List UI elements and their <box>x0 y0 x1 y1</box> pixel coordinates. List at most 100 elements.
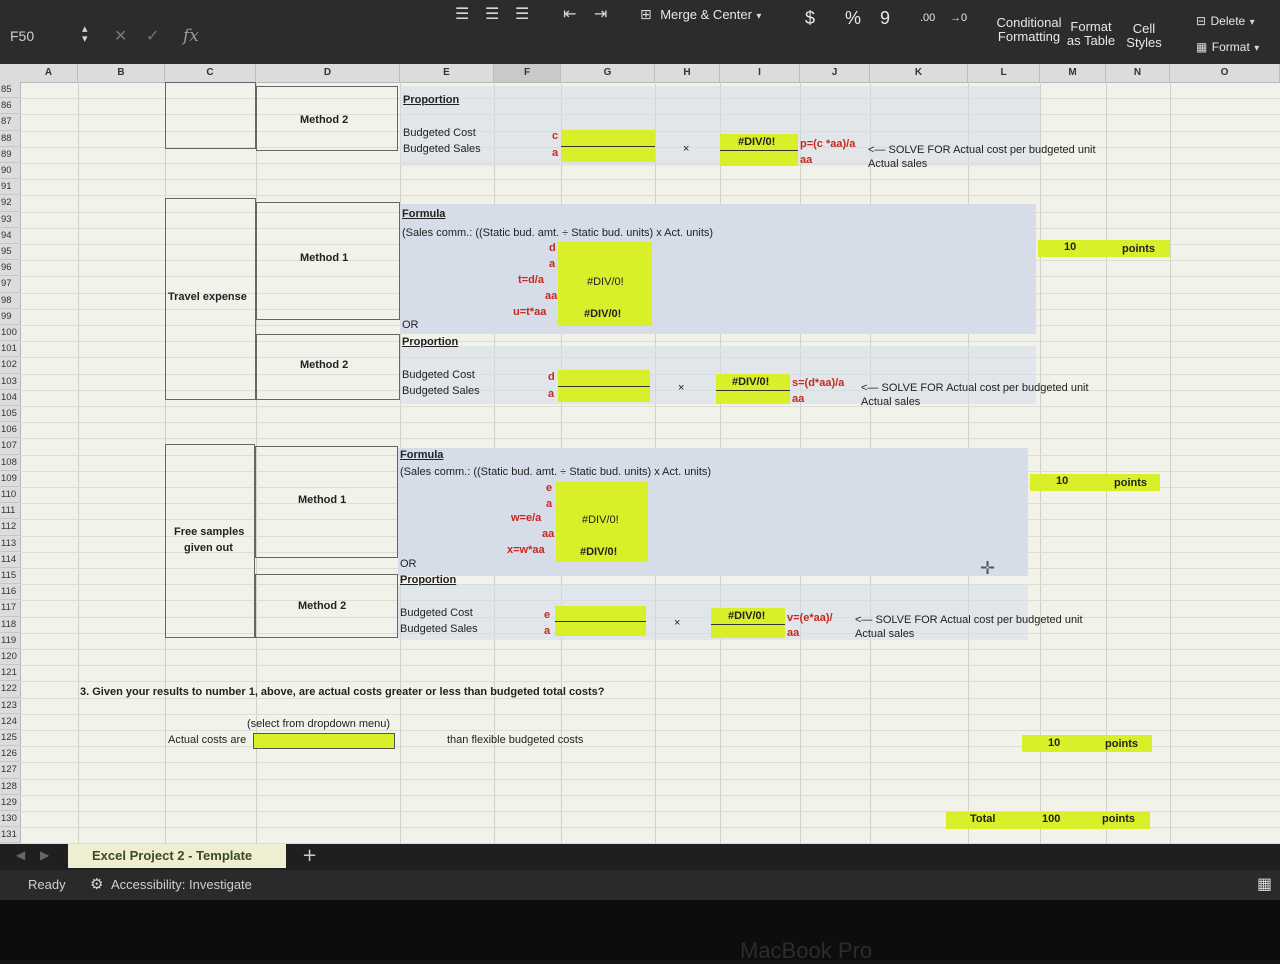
column-header-m[interactable]: M <box>1040 64 1106 82</box>
column-header-h[interactable]: H <box>655 64 720 82</box>
column-header-c[interactable]: C <box>165 64 256 82</box>
row-header[interactable]: 105 <box>0 406 20 423</box>
accessibility-icon[interactable]: ⚙ <box>90 875 104 893</box>
row-header[interactable]: 130 <box>0 811 20 828</box>
row-header[interactable]: 124 <box>0 714 20 730</box>
row-header[interactable]: 92 <box>0 195 20 212</box>
column-header-i[interactable]: I <box>720 64 800 82</box>
row-header[interactable]: 108 <box>0 455 20 471</box>
dropdown-cell[interactable] <box>253 733 395 749</box>
column-header-a[interactable]: A <box>20 64 78 82</box>
row-header[interactable]: 103 <box>0 374 20 390</box>
next-sheet-icon[interactable]: ▶ <box>40 848 50 862</box>
row-header[interactable]: 126 <box>0 746 20 763</box>
row-header[interactable]: 85 <box>0 82 20 99</box>
row-header[interactable]: 94 <box>0 228 20 244</box>
currency-button[interactable]: $ <box>805 8 816 28</box>
row-header[interactable]: 106 <box>0 422 20 439</box>
solve-note: <— SOLVE FOR Actual cost per budgeted un… <box>855 614 1083 626</box>
row-header[interactable]: 114 <box>0 552 20 568</box>
column-header-d[interactable]: D <box>256 64 400 82</box>
error-value: #DIV/0! <box>738 136 776 148</box>
accessibility-status[interactable]: Accessibility: Investigate <box>111 877 252 892</box>
name-box[interactable]: F50 <box>10 28 35 44</box>
gridline <box>20 179 1280 181</box>
format-as-table-button[interactable]: Format as Table <box>1066 19 1116 48</box>
row-header[interactable]: 86 <box>0 98 20 115</box>
decrease-decimal-button[interactable]: →0 <box>950 12 968 24</box>
row-header[interactable]: 109 <box>0 471 20 487</box>
comma-button[interactable]: 9 <box>880 8 891 28</box>
row-header[interactable]: 100 <box>0 325 20 342</box>
row-header[interactable]: 118 <box>0 617 20 633</box>
row-header[interactable]: 102 <box>0 357 20 374</box>
row-header[interactable]: 119 <box>0 633 20 649</box>
row-header[interactable]: 121 <box>0 665 20 682</box>
row-header[interactable]: 117 <box>0 600 20 617</box>
format-button[interactable]: ▦ Format ▾ <box>1196 40 1260 54</box>
merge-center-button[interactable]: ⊞ Merge & Center ▾ <box>640 7 762 23</box>
row-header[interactable]: 123 <box>0 698 20 714</box>
column-header-j[interactable]: J <box>800 64 870 82</box>
row-header[interactable]: 101 <box>0 341 20 358</box>
row-header[interactable]: 128 <box>0 779 20 795</box>
gridline <box>20 697 1280 699</box>
confirm-icon[interactable]: ✓ <box>146 26 160 45</box>
fx-icon[interactable]: fx <box>183 26 199 46</box>
result-cell[interactable] <box>716 374 790 404</box>
cancel-icon[interactable]: ✕ <box>114 26 128 45</box>
row-header[interactable]: 120 <box>0 649 20 666</box>
percent-button[interactable]: % <box>845 8 862 28</box>
align-left-icon[interactable]: ☰ <box>455 4 470 23</box>
input-cell[interactable] <box>556 482 648 562</box>
column-header-k[interactable]: K <box>870 64 968 82</box>
column-header-l[interactable]: L <box>968 64 1040 82</box>
method-box <box>255 446 398 558</box>
row-header[interactable]: 107 <box>0 438 20 455</box>
add-sheet-button[interactable]: + <box>302 845 318 866</box>
row-header[interactable]: 91 <box>0 179 20 196</box>
row-header[interactable]: 95 <box>0 244 20 261</box>
column-header-g[interactable]: G <box>561 64 655 82</box>
column-header-n[interactable]: N <box>1106 64 1170 82</box>
cell-styles-button[interactable]: Cell Styles <box>1126 21 1162 50</box>
normal-view-icon[interactable]: ▦ <box>1257 874 1273 893</box>
row-header[interactable]: 88 <box>0 131 20 147</box>
row-header[interactable]: 87 <box>0 114 20 131</box>
row-header[interactable]: 104 <box>0 390 20 406</box>
row-header[interactable]: 111 <box>0 503 20 520</box>
increase-decimal-button[interactable]: .00 <box>920 12 936 24</box>
delete-button[interactable]: ⊟ Delete ▾ <box>1196 14 1255 28</box>
row-header[interactable]: 96 <box>0 260 20 277</box>
row-header[interactable]: 93 <box>0 212 20 228</box>
prev-sheet-icon[interactable]: ◀ <box>16 848 26 862</box>
row-header[interactable]: 127 <box>0 762 20 779</box>
align-right-icon[interactable]: ☰ <box>515 4 530 23</box>
conditional-formatting-button[interactable]: Conditional Formatting <box>996 15 1062 44</box>
increase-indent-icon[interactable]: ⇥ <box>594 4 608 23</box>
row-header[interactable]: 129 <box>0 795 20 811</box>
row-header[interactable]: 131 <box>0 827 20 844</box>
align-center-icon[interactable]: ☰ <box>485 4 500 23</box>
row-header[interactable]: 115 <box>0 568 20 585</box>
sheet-tab[interactable]: Excel Project 2 - Template <box>68 844 286 868</box>
row-header[interactable]: 89 <box>0 147 20 163</box>
result-cell[interactable] <box>711 608 785 638</box>
row-header[interactable]: 113 <box>0 536 20 552</box>
column-header-e[interactable]: E <box>400 64 494 82</box>
decrease-indent-icon[interactable]: ⇤ <box>563 4 577 23</box>
row-header[interactable]: 110 <box>0 487 20 504</box>
row-header[interactable]: 122 <box>0 681 20 698</box>
row-header[interactable]: 97 <box>0 276 20 293</box>
row-header[interactable]: 125 <box>0 730 20 747</box>
column-header-f[interactable]: F <box>494 64 561 82</box>
row-header[interactable]: 116 <box>0 584 20 601</box>
row-header[interactable]: 98 <box>0 293 20 309</box>
stepper-icon[interactable]: ▴▾ <box>82 22 88 45</box>
row-header[interactable]: 99 <box>0 309 20 325</box>
row-header[interactable]: 90 <box>0 163 20 180</box>
column-header-b[interactable]: B <box>78 64 165 82</box>
input-cell[interactable] <box>558 242 652 326</box>
row-header[interactable]: 112 <box>0 519 20 536</box>
